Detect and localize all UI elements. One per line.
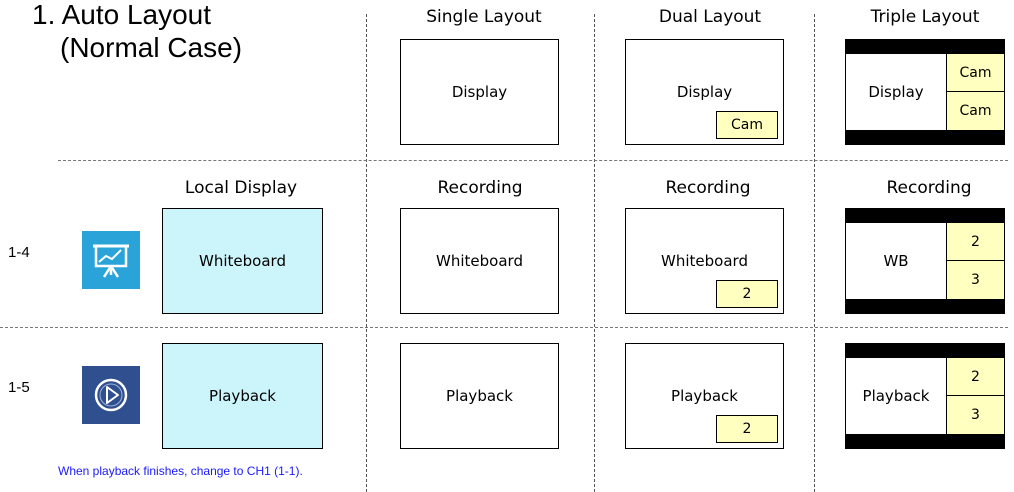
divider-vertical-1: [366, 14, 367, 492]
recording-single-playback-box: Playback: [400, 343, 559, 449]
dual-layout-display-box: Display Cam: [625, 39, 784, 145]
header-recording-dual: Recording: [665, 178, 751, 198]
recording-triple-playback-cam1: 2: [946, 358, 1004, 396]
header-recording-single: Recording: [437, 178, 523, 198]
header-recording-triple: Recording: [886, 178, 972, 198]
single-layout-display-box: Display: [400, 39, 559, 145]
dual-layout-display-label: Display: [676, 83, 733, 101]
row-label-1-4: 1-4: [8, 244, 30, 261]
header-dual-layout: Dual Layout: [658, 7, 762, 27]
row-label-1-5: 1-5: [8, 379, 30, 396]
header-local-display: Local Display: [184, 178, 298, 198]
divider-horizontal-2: [0, 327, 1008, 328]
dual-layout-cam-label: Cam: [731, 117, 763, 133]
whiteboard-presentation-icon: [82, 231, 140, 289]
triple-layout-cam2: Cam: [946, 92, 1004, 130]
recording-dual-playback-cam: 2: [716, 415, 778, 443]
single-layout-display-label: Display: [451, 83, 508, 101]
recording-dual-whiteboard-cam: 2: [716, 280, 778, 308]
triple-layout-display-label: Display: [868, 83, 924, 101]
recording-triple-wb-cam2: 3: [946, 261, 1004, 299]
recording-triple-playback-cam2: 3: [946, 396, 1004, 434]
recording-dual-whiteboard-label: Whiteboard: [661, 252, 748, 270]
recording-dual-whiteboard-cam-label: 2: [742, 286, 752, 302]
local-display-whiteboard-box: Whiteboard: [162, 208, 323, 314]
recording-single-whiteboard-label: Whiteboard: [436, 252, 523, 270]
recording-triple-whiteboard-box: WB 2 3: [845, 208, 1005, 314]
divider-vertical-2: [594, 14, 595, 492]
triple-layout-cam1: Cam: [946, 54, 1004, 92]
playback-finish-note: When playback finishes, change to CH1 (1…: [58, 464, 303, 478]
triple-layout-display-box: Display Cam Cam: [845, 39, 1005, 145]
recording-dual-whiteboard-box: Whiteboard 2: [625, 208, 784, 314]
recording-dual-playback-cam-label: 2: [742, 421, 752, 437]
recording-triple-wb-cam1: 2: [946, 223, 1004, 261]
page-title: 1. Auto Layout: [32, 0, 212, 30]
dual-layout-cam-box: Cam: [716, 111, 778, 139]
page-subtitle: (Normal Case): [60, 32, 243, 63]
header-single-layout: Single Layout: [426, 7, 542, 27]
play-icon: [82, 366, 140, 424]
recording-single-playback-label: Playback: [446, 387, 513, 405]
divider-horizontal-1: [58, 160, 1008, 161]
local-display-playback-label: Playback: [209, 387, 276, 405]
recording-single-whiteboard-box: Whiteboard: [400, 208, 559, 314]
header-triple-layout: Triple Layout: [870, 7, 980, 27]
recording-dual-playback-label: Playback: [671, 387, 738, 405]
recording-triple-wb-label: WB: [883, 252, 909, 270]
recording-triple-playback-box: Playback 2 3: [845, 343, 1005, 449]
local-display-whiteboard-label: Whiteboard: [199, 252, 286, 270]
local-display-playback-box: Playback: [162, 343, 323, 449]
recording-dual-playback-box: Playback 2: [625, 343, 784, 449]
recording-triple-playback-label: Playback: [862, 387, 930, 405]
divider-vertical-3: [814, 14, 815, 492]
